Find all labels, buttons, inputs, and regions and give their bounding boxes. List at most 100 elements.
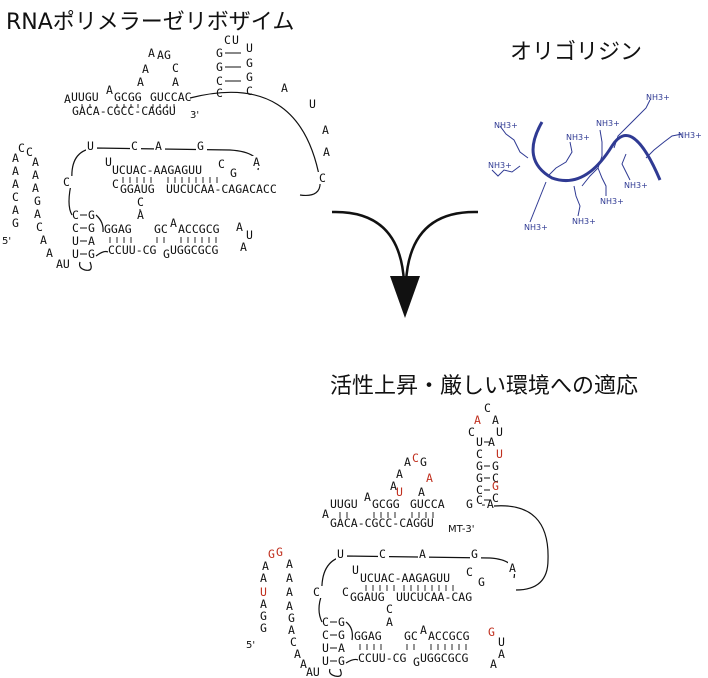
- svg-text:A: A: [157, 48, 164, 62]
- svg-text:G: G: [230, 166, 237, 180]
- svg-text:NH3+: NH3+: [524, 223, 548, 232]
- svg-text:C: C: [492, 471, 499, 485]
- svg-text:A: A: [106, 83, 113, 97]
- bottom-five-prime: 5': [246, 640, 255, 651]
- top-five-prime: 5': [2, 236, 11, 247]
- svg-text:C: C: [476, 447, 483, 461]
- svg-text:G: G: [492, 479, 499, 493]
- svg-text:C: C: [379, 547, 386, 561]
- svg-text:GUCCA: GUCCA: [410, 497, 445, 511]
- svg-text:C: C: [72, 221, 79, 235]
- svg-text:C: C: [322, 628, 329, 642]
- title-ribozyme: RNAポリメラーゼリボザイム: [6, 10, 295, 35]
- svg-text:A: A: [12, 177, 19, 191]
- svg-text:A: A: [155, 139, 162, 153]
- svg-text:G: G: [476, 471, 483, 485]
- svg-text:A: A: [509, 561, 516, 575]
- svg-text:A: A: [474, 413, 481, 427]
- svg-text:CCUU-CG: CCUU-CG: [358, 651, 407, 665]
- svg-text:C: C: [63, 175, 70, 189]
- svg-text:AU: AU: [306, 665, 320, 678]
- svg-text:GCGG: GCGG: [372, 497, 400, 511]
- svg-text:A: A: [396, 467, 403, 481]
- svg-text:G: G: [12, 216, 19, 230]
- svg-text:A: A: [281, 81, 288, 95]
- svg-text:G: G: [246, 56, 253, 70]
- svg-text:A: A: [386, 615, 393, 629]
- svg-text:U: U: [72, 247, 79, 261]
- svg-text:A: A: [322, 123, 329, 137]
- svg-text:G: G: [216, 60, 223, 74]
- svg-text:A: A: [12, 203, 19, 217]
- svg-text:A: A: [64, 92, 71, 106]
- svg-text:GUCCAC: GUCCAC: [150, 90, 192, 104]
- svg-text:UUCUCAA-CAG: UUCUCAA-CAG: [396, 590, 472, 604]
- svg-text:ACCGCG: ACCGCG: [178, 222, 220, 236]
- svg-text:C: C: [137, 195, 144, 209]
- svg-text:C: C: [492, 491, 499, 505]
- svg-text:A: A: [32, 155, 39, 169]
- svg-text:NH3+: NH3+: [678, 131, 702, 140]
- svg-text:GACA-CGCC-CAGGU: GACA-CGCC-CAGGU: [330, 516, 434, 530]
- svg-text:A: A: [492, 413, 499, 427]
- title-oligolysine: オリゴリジン: [510, 40, 643, 65]
- svg-text:A: A: [46, 246, 53, 260]
- svg-text:C: C: [131, 139, 138, 153]
- top-three-prime: 3': [190, 110, 199, 121]
- svg-text:G: G: [216, 46, 223, 60]
- svg-text:C: C: [36, 220, 43, 234]
- svg-text:A: A: [426, 471, 433, 485]
- svg-text:G: G: [420, 455, 427, 469]
- svg-text:C: C: [412, 451, 419, 465]
- svg-text:C: C: [342, 585, 349, 599]
- svg-text:UCUAC-AAGAGUU: UCUAC-AAGAGUU: [112, 163, 202, 177]
- svg-text:U: U: [496, 425, 503, 439]
- svg-text:G: G: [276, 545, 283, 559]
- svg-text:C: C: [172, 61, 179, 75]
- svg-text:A: A: [262, 559, 269, 573]
- svg-text:C: C: [386, 602, 393, 616]
- svg-text:NH3+: NH3+: [624, 181, 648, 190]
- svg-text:GGAUG: GGAUG: [120, 182, 155, 196]
- svg-text:A: A: [148, 46, 155, 60]
- svg-text:G: G: [260, 621, 267, 635]
- svg-text:C: C: [290, 635, 297, 649]
- svg-text:NH3+: NH3+: [572, 217, 596, 226]
- svg-text:C: C: [322, 615, 329, 629]
- svg-text:G: G: [476, 459, 483, 473]
- svg-text:C: C: [18, 141, 25, 155]
- svg-text:U: U: [496, 447, 503, 461]
- svg-text:G: G: [413, 655, 420, 669]
- svg-text:C: C: [466, 565, 473, 579]
- svg-text:G: G: [288, 611, 295, 625]
- svg-text:G: G: [88, 221, 95, 235]
- svg-text:A: A: [12, 164, 19, 178]
- svg-text:U: U: [87, 139, 94, 153]
- svg-text:U: U: [72, 234, 79, 248]
- svg-text:C: C: [313, 585, 320, 599]
- svg-text:U: U: [105, 155, 112, 169]
- svg-text:G: G: [246, 70, 253, 84]
- svg-text:A: A: [420, 623, 427, 637]
- svg-text:G: G: [338, 654, 345, 668]
- svg-text:GC: GC: [154, 222, 168, 236]
- svg-text:A: A: [286, 571, 293, 585]
- svg-text:U: U: [476, 435, 483, 449]
- svg-text:G: G: [164, 48, 171, 62]
- svg-text:A: A: [172, 75, 179, 89]
- svg-text:U: U: [246, 228, 253, 242]
- svg-text:C: C: [72, 208, 79, 222]
- svg-text:GC: GC: [404, 629, 418, 643]
- svg-text:U: U: [498, 635, 505, 649]
- svg-text:A: A: [253, 155, 260, 169]
- svg-text:NH3+: NH3+: [566, 133, 590, 142]
- svg-text:C: C: [468, 425, 475, 439]
- svg-text:C: C: [319, 171, 326, 185]
- svg-text:A: A: [32, 181, 39, 195]
- svg-text:G: G: [492, 459, 499, 473]
- svg-text:G: G: [88, 247, 95, 261]
- svg-text:A: A: [286, 557, 293, 571]
- svg-text:A: A: [294, 647, 301, 661]
